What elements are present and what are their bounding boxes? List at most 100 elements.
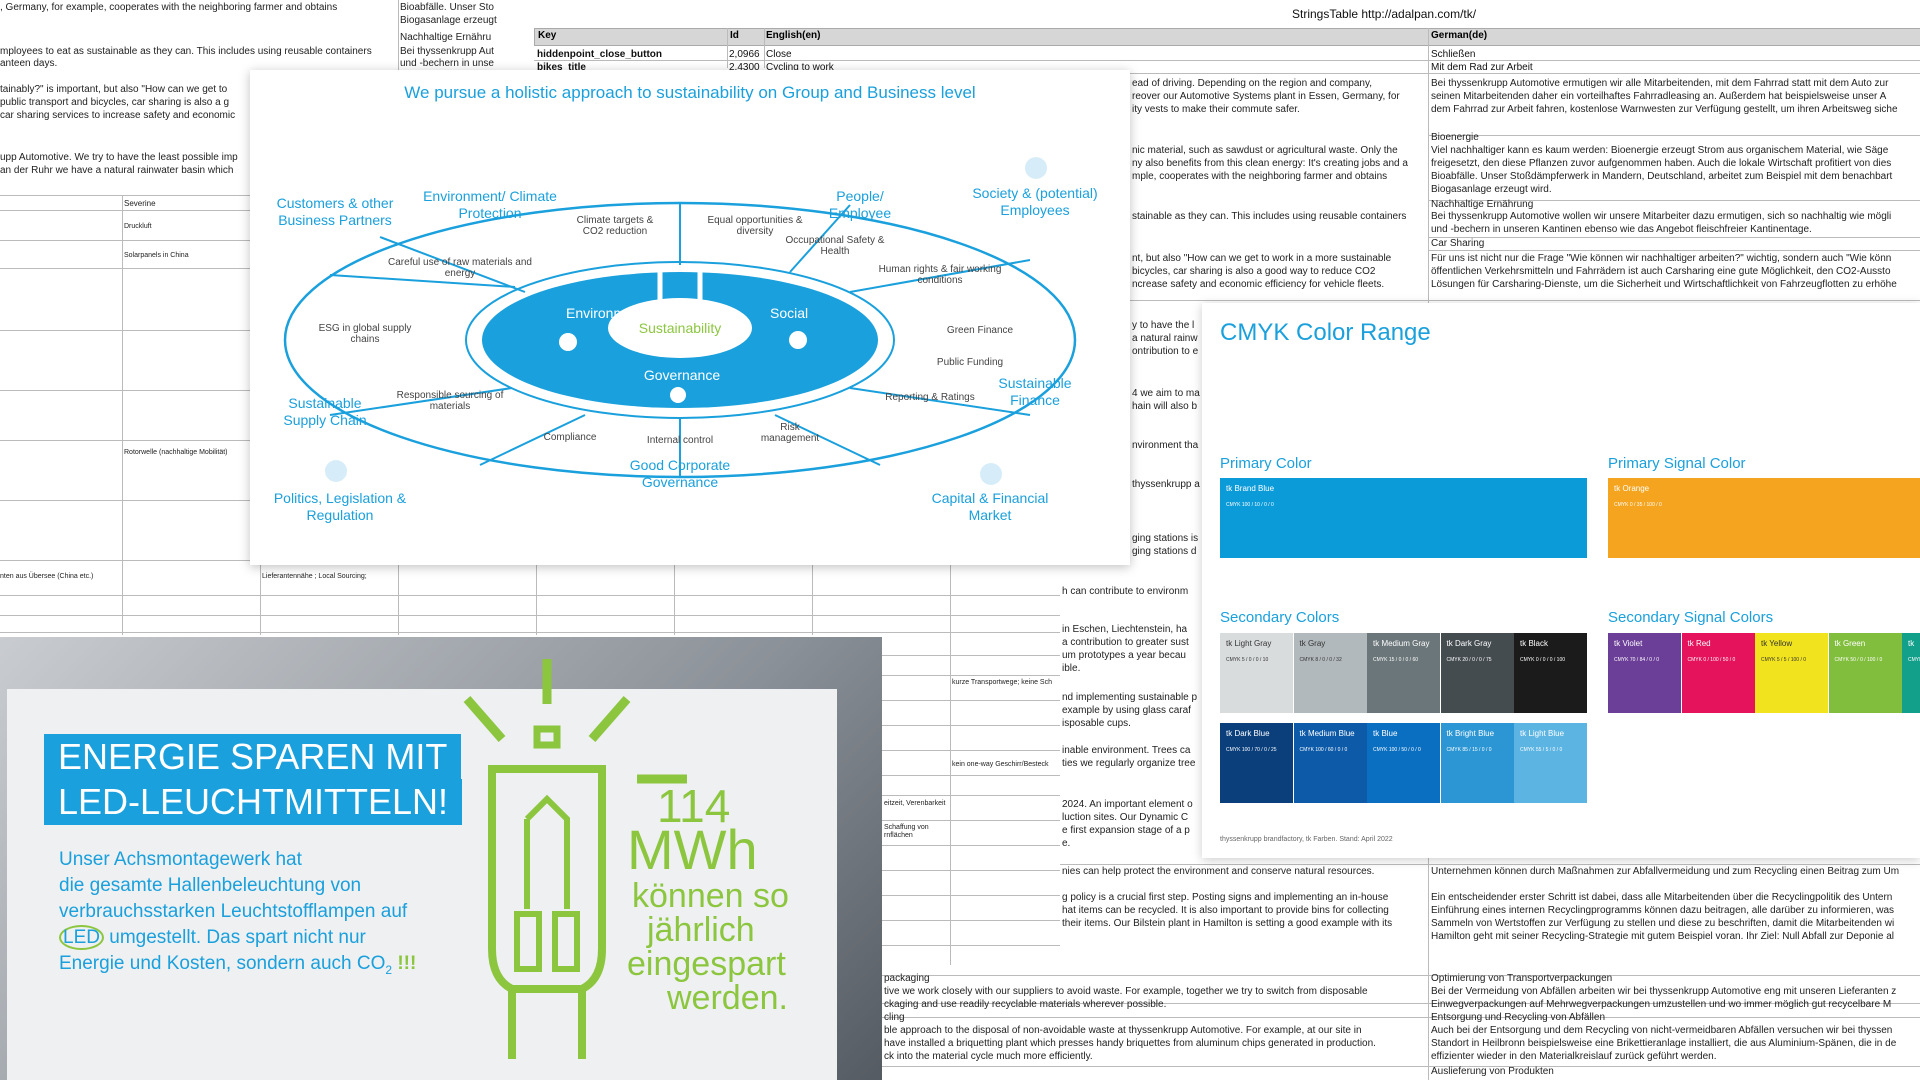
swatch-code: CMYK 100 / 70 / 0 / 25	[1226, 747, 1277, 753]
swatch-name: tk Violet	[1614, 639, 1643, 648]
cell-text: Viel nachhaltiger kann es kaum werden: B…	[1431, 145, 1889, 156]
cell-text: seinen Mitarbeitenden daher ein vorteilh…	[1431, 91, 1887, 102]
cell-text: nd implementing sustainable p	[1062, 692, 1198, 703]
item-occupational: Occupational Safety & Health	[785, 235, 885, 257]
item-green-finance: Green Finance	[946, 325, 1014, 336]
cell-text: nvironment tha	[1132, 440, 1199, 451]
primary-signal-heading: Primary Signal Color	[1608, 455, 1746, 472]
swatch-name: tk Light Blue	[1520, 729, 1565, 738]
saving-unit: MWh	[627, 818, 758, 881]
signal-swatch: tkCMYK	[1902, 633, 1920, 713]
swatch-code: CMYK 55 / 5 / 0 / 0	[1520, 747, 1563, 753]
cell-text: reover our Automotive Systems plant in E…	[1132, 91, 1400, 102]
swatch-name: tk Medium Blue	[1299, 729, 1355, 738]
cell-text: und -bechern in unseren Kantinen ebenso …	[1431, 224, 1812, 235]
cell-text: Entsorgung und Recycling von Abfällen	[1431, 1012, 1606, 1023]
center-sustainability: Sustainability	[638, 320, 722, 336]
cell-text: hain will also b	[1132, 401, 1198, 412]
swatch-name: tk Blue	[1373, 729, 1398, 738]
cell-text: Lösungen für Carsharing-Dienste, um die …	[1431, 279, 1897, 290]
cell-text: Bei thyssenkrupp Aut	[400, 46, 494, 57]
cell-text: ny also benefits from this clean energy:…	[1132, 158, 1408, 169]
swatch-name: tk Dark Blue	[1226, 729, 1270, 738]
cell-text: freigesetzt, den diese Pflanzen zuvor au…	[1431, 158, 1892, 169]
cell-text: h can contribute to environm	[1062, 586, 1189, 597]
header-en: English(en)	[766, 30, 821, 41]
cell-text: um prototypes a year becau	[1062, 650, 1186, 661]
label-customers: Customers & other Business Partners	[276, 195, 394, 228]
swatch-name: tk Black	[1520, 639, 1549, 648]
cell-text: tainably?" is important, but also "How c…	[0, 84, 228, 95]
swatch-code: CMYK 8 / 0 / 0 / 32	[1299, 657, 1342, 663]
cell-text: ncrease safety and economic efficiency f…	[1132, 279, 1385, 290]
cell-text: inable environment. Trees ca	[1062, 745, 1191, 756]
cell-text: nten aus Übersee (China etc.)	[0, 573, 94, 580]
swatch-name: tk	[1908, 639, 1915, 648]
label-environment: Environment/ Climate Protection	[423, 188, 557, 221]
cell-text: Bei thyssenkrupp Automotive ermutigen wi…	[1431, 78, 1889, 89]
header-de: German(de)	[1431, 30, 1488, 41]
cell-text: nic material, such as sawdust or agricul…	[1132, 145, 1398, 156]
cell-text: e first expansion stage of a p	[1062, 825, 1190, 836]
swatch-name: tk Green	[1834, 639, 1866, 648]
swatch-code: CMYK 0 / 35 / 100 / 0	[1614, 502, 1662, 508]
cell-text: Car Sharing	[1431, 238, 1485, 249]
primary-heading: Primary Color	[1220, 455, 1312, 472]
swatch-name: tk Red	[1687, 639, 1711, 648]
cell-text: Auslieferung von Produkten	[1431, 1066, 1554, 1077]
table-cell: Close	[766, 49, 792, 60]
cell-text: tive we work closely with our suppliers …	[884, 986, 1368, 997]
cmyk-color-card: CMYK Color Range Primary Color Primary S…	[1202, 303, 1920, 858]
table-cell: 2,0966	[729, 49, 760, 60]
table-cell: hiddenpoint_close_button	[537, 49, 662, 60]
swatch-code: CMYK 15 / 0 / 0 / 60	[1373, 657, 1419, 663]
diagram-title: We pursue a holistic approach to sustain…	[404, 83, 976, 102]
cell-text: packaging	[884, 973, 930, 984]
cell-text: y to have the l	[1132, 320, 1195, 331]
cell-text: Auch bei der Entsorgung und dem Recyclin…	[1431, 1025, 1893, 1036]
cell-text: Bioabfälle. Unser Sto	[400, 2, 494, 13]
cell-text: Einwegverpackungen auf Mehrwegverpackung…	[1431, 999, 1892, 1010]
cell-text: effizienter wieder in den Materialkreisl…	[1431, 1051, 1717, 1062]
saving-number: 114	[657, 780, 731, 832]
label-good-governance: Good Corporate Governance	[629, 457, 731, 490]
label-politics: Politics, Legislation & Regulation	[273, 490, 407, 523]
item-public-funding: Public Funding	[936, 357, 1004, 368]
cell-text: car sharing services to increase safety …	[0, 110, 236, 121]
led-body-5: Energie und Kosten, sondern auch CO2 !!!	[59, 951, 416, 983]
led-highlight: LED	[59, 925, 104, 950]
led-title-line-2: LED-LEUCHTMITTELN!	[44, 779, 463, 825]
cell-text: ging stations d	[1132, 546, 1197, 557]
led-poster: ENERGIE SPAREN MIT LED-LEUCHTMITTELN! Un…	[0, 637, 882, 1080]
label-capital-market: Capital & Financial Market	[931, 490, 1049, 523]
item-reporting: Reporting & Ratings	[885, 392, 975, 403]
cmyk-footer: thyssenkrupp brandfactory, tk Farben. St…	[1220, 836, 1393, 843]
cell-text: 4 we aim to ma	[1132, 388, 1200, 399]
item-raw: Careful use of raw materials and energy	[388, 257, 532, 279]
cell-text: ckaging and use readily recyclable mater…	[884, 999, 1167, 1010]
cell-text: public transport and bicycles, car shari…	[0, 97, 230, 108]
cell-text: anteen days.	[0, 58, 58, 69]
secondary-heading: Secondary Colors	[1220, 609, 1340, 626]
swatch-orange: tk Orange CMYK 0 / 35 / 100 / 0	[1608, 478, 1920, 558]
sheet-title: StringsTable http://adalpan.com/tk/	[1292, 7, 1477, 21]
label-people: People/ Employee	[828, 188, 892, 221]
cell-text: ontribution to e	[1132, 346, 1199, 357]
saving-text-4: werden.	[667, 979, 788, 1017]
cell-text: Lieferantennähe ; Local Sourcing;	[262, 573, 367, 580]
swatch-code: CMYK 70 / 84 / 0 / 0	[1614, 657, 1660, 663]
pillar-environment: Environment	[566, 305, 645, 321]
cell-text: Solarpanels in China	[124, 252, 189, 259]
swatch-code: CMYK 100 / 10 / 0 / 0	[1226, 502, 1274, 508]
led-body-2: die gesamte Hallenbeleuchtung von	[59, 875, 362, 896]
cell-text: Optimierung von Transportverpackungen	[1431, 973, 1613, 984]
sustainability-diagram-card: We pursue a holistic approach to sustain…	[250, 70, 1130, 565]
